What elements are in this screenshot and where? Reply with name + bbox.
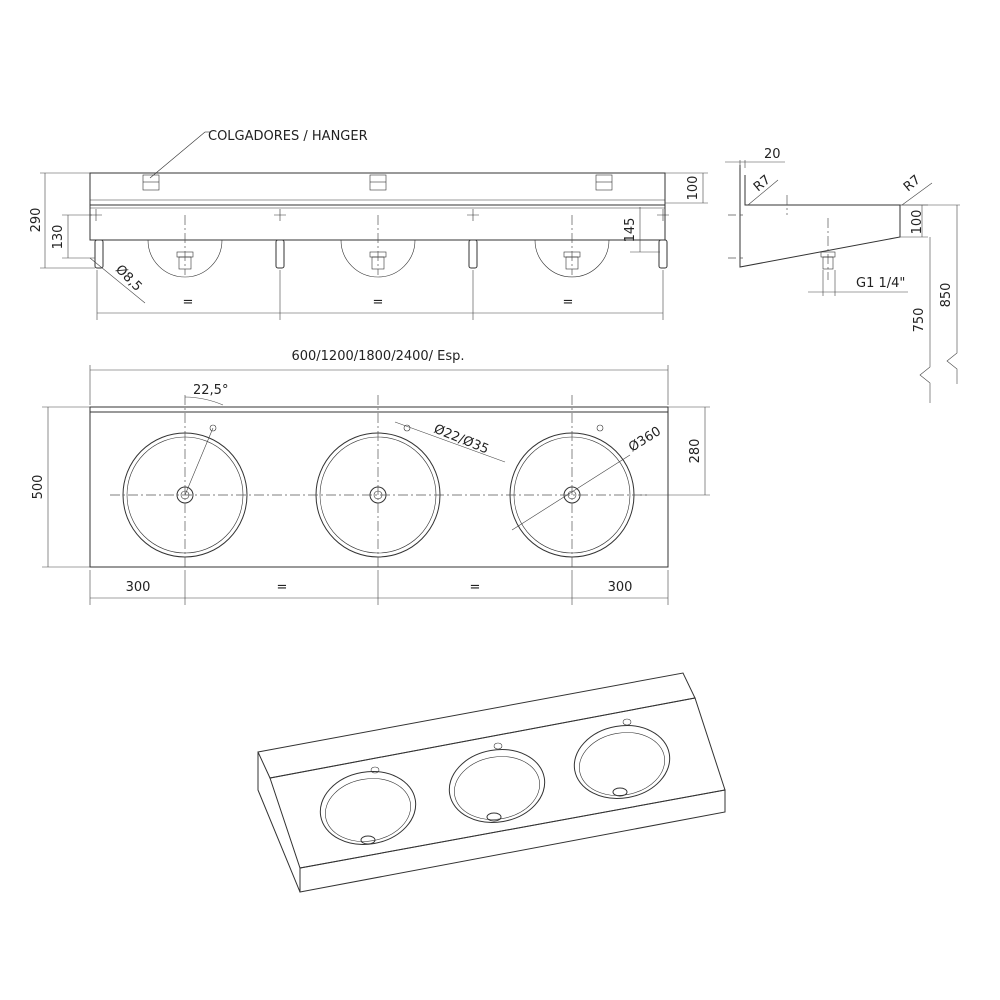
- dim-500: 500: [31, 475, 46, 500]
- bottom-dim-2: =: [277, 580, 288, 595]
- iso-tap-hole-icon: [370, 718, 632, 774]
- angle-label: 22,5°: [193, 383, 228, 398]
- tap-hole-icon: [209, 424, 604, 432]
- hanger-label: COLGADORES / HANGER: [208, 129, 368, 144]
- equal-1: =: [183, 295, 194, 310]
- radius-back: R7: [751, 172, 774, 195]
- equal-2: =: [373, 295, 384, 310]
- dim-side-100: 100: [910, 210, 925, 235]
- dim-20: 20: [764, 147, 781, 162]
- dim-100: 100: [686, 176, 701, 201]
- tap-hole-label: Ø22/Ø35: [432, 422, 491, 458]
- side-view: 20 R7 R7 100 G1 1/4" 750 850: [725, 147, 960, 403]
- iso-basins: [319, 725, 671, 845]
- drain-thread: G1 1/4": [856, 276, 905, 291]
- plan-view: 600/1200/1800/2400/ Esp. 22,5° Ø22/Ø35 Ø…: [31, 349, 710, 605]
- height-750: 750: [912, 308, 927, 333]
- hanger-icon: [142, 174, 613, 191]
- center-lines: [184, 215, 573, 275]
- basin-profiles: [147, 239, 610, 278]
- drain-icon: [176, 251, 581, 270]
- bottom-dim-1: 300: [126, 580, 151, 595]
- front-view: COLGADORES / HANGER: [29, 129, 708, 320]
- basin-diameter: Ø360: [626, 424, 664, 455]
- dim-145: 145: [623, 218, 638, 243]
- equal-3: =: [563, 295, 574, 310]
- dim-290: 290: [29, 208, 44, 233]
- legs: [94, 239, 668, 269]
- plan-center-lines: [110, 395, 650, 567]
- basins: [122, 432, 635, 558]
- height-850: 850: [939, 283, 954, 308]
- crosshair-marks: [90, 209, 669, 221]
- side-dimension-lines: [725, 160, 960, 403]
- bottom-dim-3: =: [470, 580, 481, 595]
- dim-130: 130: [51, 225, 66, 250]
- plan-dimension-lines: [42, 365, 710, 605]
- dim-280: 280: [688, 439, 703, 464]
- isometric-view: [257, 672, 726, 893]
- hanger-leader-line: [149, 131, 206, 179]
- dim-length: 600/1200/1800/2400/ Esp.: [291, 349, 464, 364]
- side-drain-icon: [820, 251, 836, 270]
- dimension-lines: [40, 172, 708, 320]
- bottom-dim-4: 300: [608, 580, 633, 595]
- dim-hole: Ø8,5: [112, 262, 144, 294]
